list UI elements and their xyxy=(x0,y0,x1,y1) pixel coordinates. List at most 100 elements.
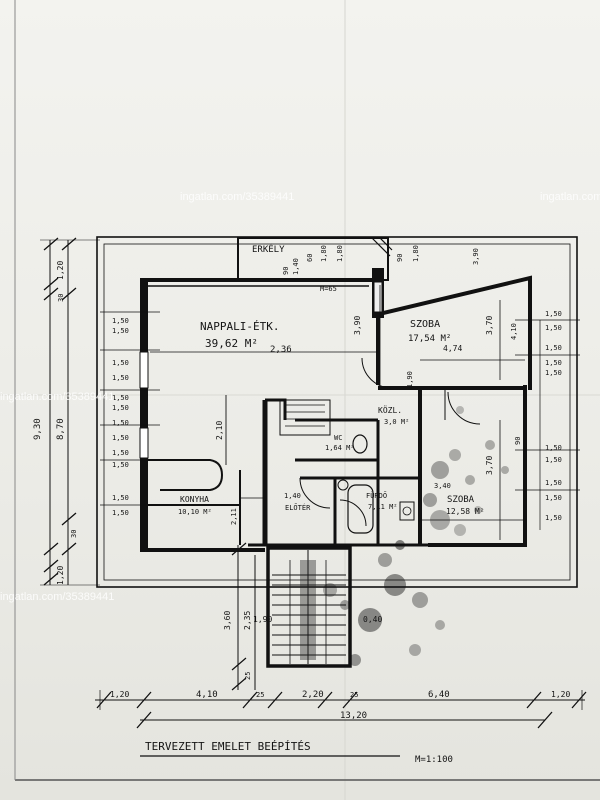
room-label-corridor: KÖZL. xyxy=(378,405,402,415)
svg-text:1,50: 1,50 xyxy=(112,327,129,335)
room-label-hall: ELŐTÉR xyxy=(285,503,311,512)
room-label-balcony: ERKÉLY xyxy=(252,243,285,255)
dim-bottom-25a: 25 xyxy=(256,691,264,699)
room-area-bath: 7,11 M² xyxy=(368,503,398,511)
dimension-lines-left xyxy=(40,237,100,586)
svg-text:1,50: 1,50 xyxy=(545,310,562,318)
dim-room2: 3,40 xyxy=(434,482,451,490)
svg-text:1,50: 1,50 xyxy=(112,359,129,367)
balcony-outline xyxy=(237,237,389,281)
watermark-center: ingatlan.com/35389441 xyxy=(180,191,294,203)
balcony-hatch xyxy=(371,237,393,257)
svg-text:1,50: 1,50 xyxy=(545,344,562,352)
svg-text:1,50: 1,50 xyxy=(112,494,129,502)
svg-text:1,50: 1,50 xyxy=(545,514,562,522)
room-label-kitchen: KONYHA xyxy=(180,495,209,504)
window-ticks-left xyxy=(100,311,160,506)
wall-left xyxy=(140,280,148,550)
svg-text:1,50: 1,50 xyxy=(112,374,129,382)
dim-left-bottom: 1,20 xyxy=(56,566,65,585)
dim-top-180: 1,80 xyxy=(320,245,328,262)
staircase-main xyxy=(266,546,352,668)
dim-stair-25: 25 xyxy=(244,672,252,680)
dim-room1: 4,74 xyxy=(443,344,462,353)
dim-stair-040: 0,40 xyxy=(363,615,382,624)
dim-left-30b: 30 xyxy=(70,530,78,538)
roof-outline xyxy=(96,236,578,588)
room-label-bath: FÜRDŐ xyxy=(366,491,387,500)
dim-bottom-220: 2,20 xyxy=(302,690,324,700)
staircase-upper xyxy=(279,399,331,436)
dim-right-410: 4,10 xyxy=(510,323,518,340)
sanitary-fixtures xyxy=(337,434,415,534)
dim-bottom-120a: 1,20 xyxy=(110,690,129,699)
dim-bottom-total: 13,20 xyxy=(340,711,367,721)
dimension-lines-bottom xyxy=(95,690,587,729)
dim-corridor-410: 1,90 xyxy=(406,371,414,388)
room-area-wc: 1,64 M² xyxy=(325,444,355,452)
dim-stair-360: 3,60 xyxy=(223,611,232,630)
svg-text:1,50: 1,50 xyxy=(545,359,562,367)
dim-bottom-25b: 25 xyxy=(350,691,358,699)
drawing-title: TERVEZETT EMELET BEÉPÍTÉS xyxy=(145,740,311,753)
svg-text:1,50: 1,50 xyxy=(112,449,129,457)
dim-living-width: 2,36 xyxy=(270,345,292,355)
room-area-room2: 12,58 M² xyxy=(446,507,485,516)
dimension-lines-stair xyxy=(231,542,256,691)
roof-outline-inner xyxy=(103,243,571,581)
dim-left-inner: 8,70 xyxy=(56,418,66,440)
dim-kitchen-210: 2,10 xyxy=(215,421,224,440)
svg-text:1,50: 1,50 xyxy=(112,404,129,412)
svg-text:1,50: 1,50 xyxy=(545,494,562,502)
svg-text:1,50: 1,50 xyxy=(112,419,129,427)
dim-left-top: 1,20 xyxy=(56,261,65,280)
dimension-lines-internal xyxy=(150,285,525,540)
svg-text:1,50: 1,50 xyxy=(545,444,562,452)
dim-top-90: 90 xyxy=(282,267,290,275)
room-area-kitchen: 10,10 M² xyxy=(178,508,212,516)
room-label-room1: SZOBA xyxy=(410,319,440,330)
svg-text:1,50: 1,50 xyxy=(545,324,562,332)
dim-right-370b: 3,70 xyxy=(485,456,494,475)
dim-top-90b: 90 xyxy=(396,254,404,262)
toner-noise xyxy=(323,406,509,666)
dim-mid-390: 3,90 xyxy=(353,316,362,335)
svg-text:1,50: 1,50 xyxy=(545,369,562,377)
dim-left-30a: 30 xyxy=(57,294,65,302)
watermark-bottom-left: ingatlan.com/35389441 xyxy=(0,591,114,603)
dim-left-total: 9,30 xyxy=(33,418,43,440)
dim-right-90: 90 xyxy=(514,437,522,445)
window-labels-left: 1,50 1,50 1,50 1,50 1,50 1,50 1,50 1,50 … xyxy=(112,317,129,517)
dim-bottom-640: 6,40 xyxy=(428,690,450,700)
svg-text:1,50: 1,50 xyxy=(545,479,562,487)
dim-top-140: 1,40 xyxy=(292,258,300,275)
svg-text:1,50: 1,50 xyxy=(112,394,129,402)
dim-stair-235: 2,35 xyxy=(243,611,252,630)
dim-right-370a: 3,70 xyxy=(485,316,494,335)
dim-hall-140: 1,40 xyxy=(284,492,301,500)
door-swings xyxy=(299,357,481,527)
room-label-room2: SZOBA xyxy=(447,495,475,505)
room-label-wc: WC xyxy=(334,434,342,442)
dim-bottom-410: 4,10 xyxy=(196,690,218,700)
window-ticks-right xyxy=(515,319,580,530)
watermark-right: ingatlan.com/35389441 xyxy=(540,191,600,203)
dim-top-180b: 1,80 xyxy=(336,245,344,262)
watermark-left: ingatlan.com/35389441 xyxy=(0,391,114,403)
dim-stair-190: 1,90 xyxy=(253,615,272,624)
dim-top-390: 3,90 xyxy=(472,248,480,265)
svg-text:1,50: 1,50 xyxy=(545,456,562,464)
dim-bottom-120b: 1,20 xyxy=(551,690,570,699)
dim-kitchen-211: 2,11 xyxy=(230,508,238,525)
svg-text:1,50: 1,50 xyxy=(112,509,129,517)
window-labels-right: 1,50 1,50 1,50 1,50 1,50 1,50 1,50 1,50 … xyxy=(545,310,562,522)
room-area-room1: 17,54 M² xyxy=(408,334,451,344)
svg-text:1,50: 1,50 xyxy=(112,317,129,325)
svg-text:1,50: 1,50 xyxy=(112,461,129,469)
dim-top-60: 60 xyxy=(306,254,314,262)
dim-top-m65: M=65 xyxy=(320,285,337,293)
svg-text:1,50: 1,50 xyxy=(112,434,129,442)
room-area-corridor: 3,0 M² xyxy=(384,418,409,426)
